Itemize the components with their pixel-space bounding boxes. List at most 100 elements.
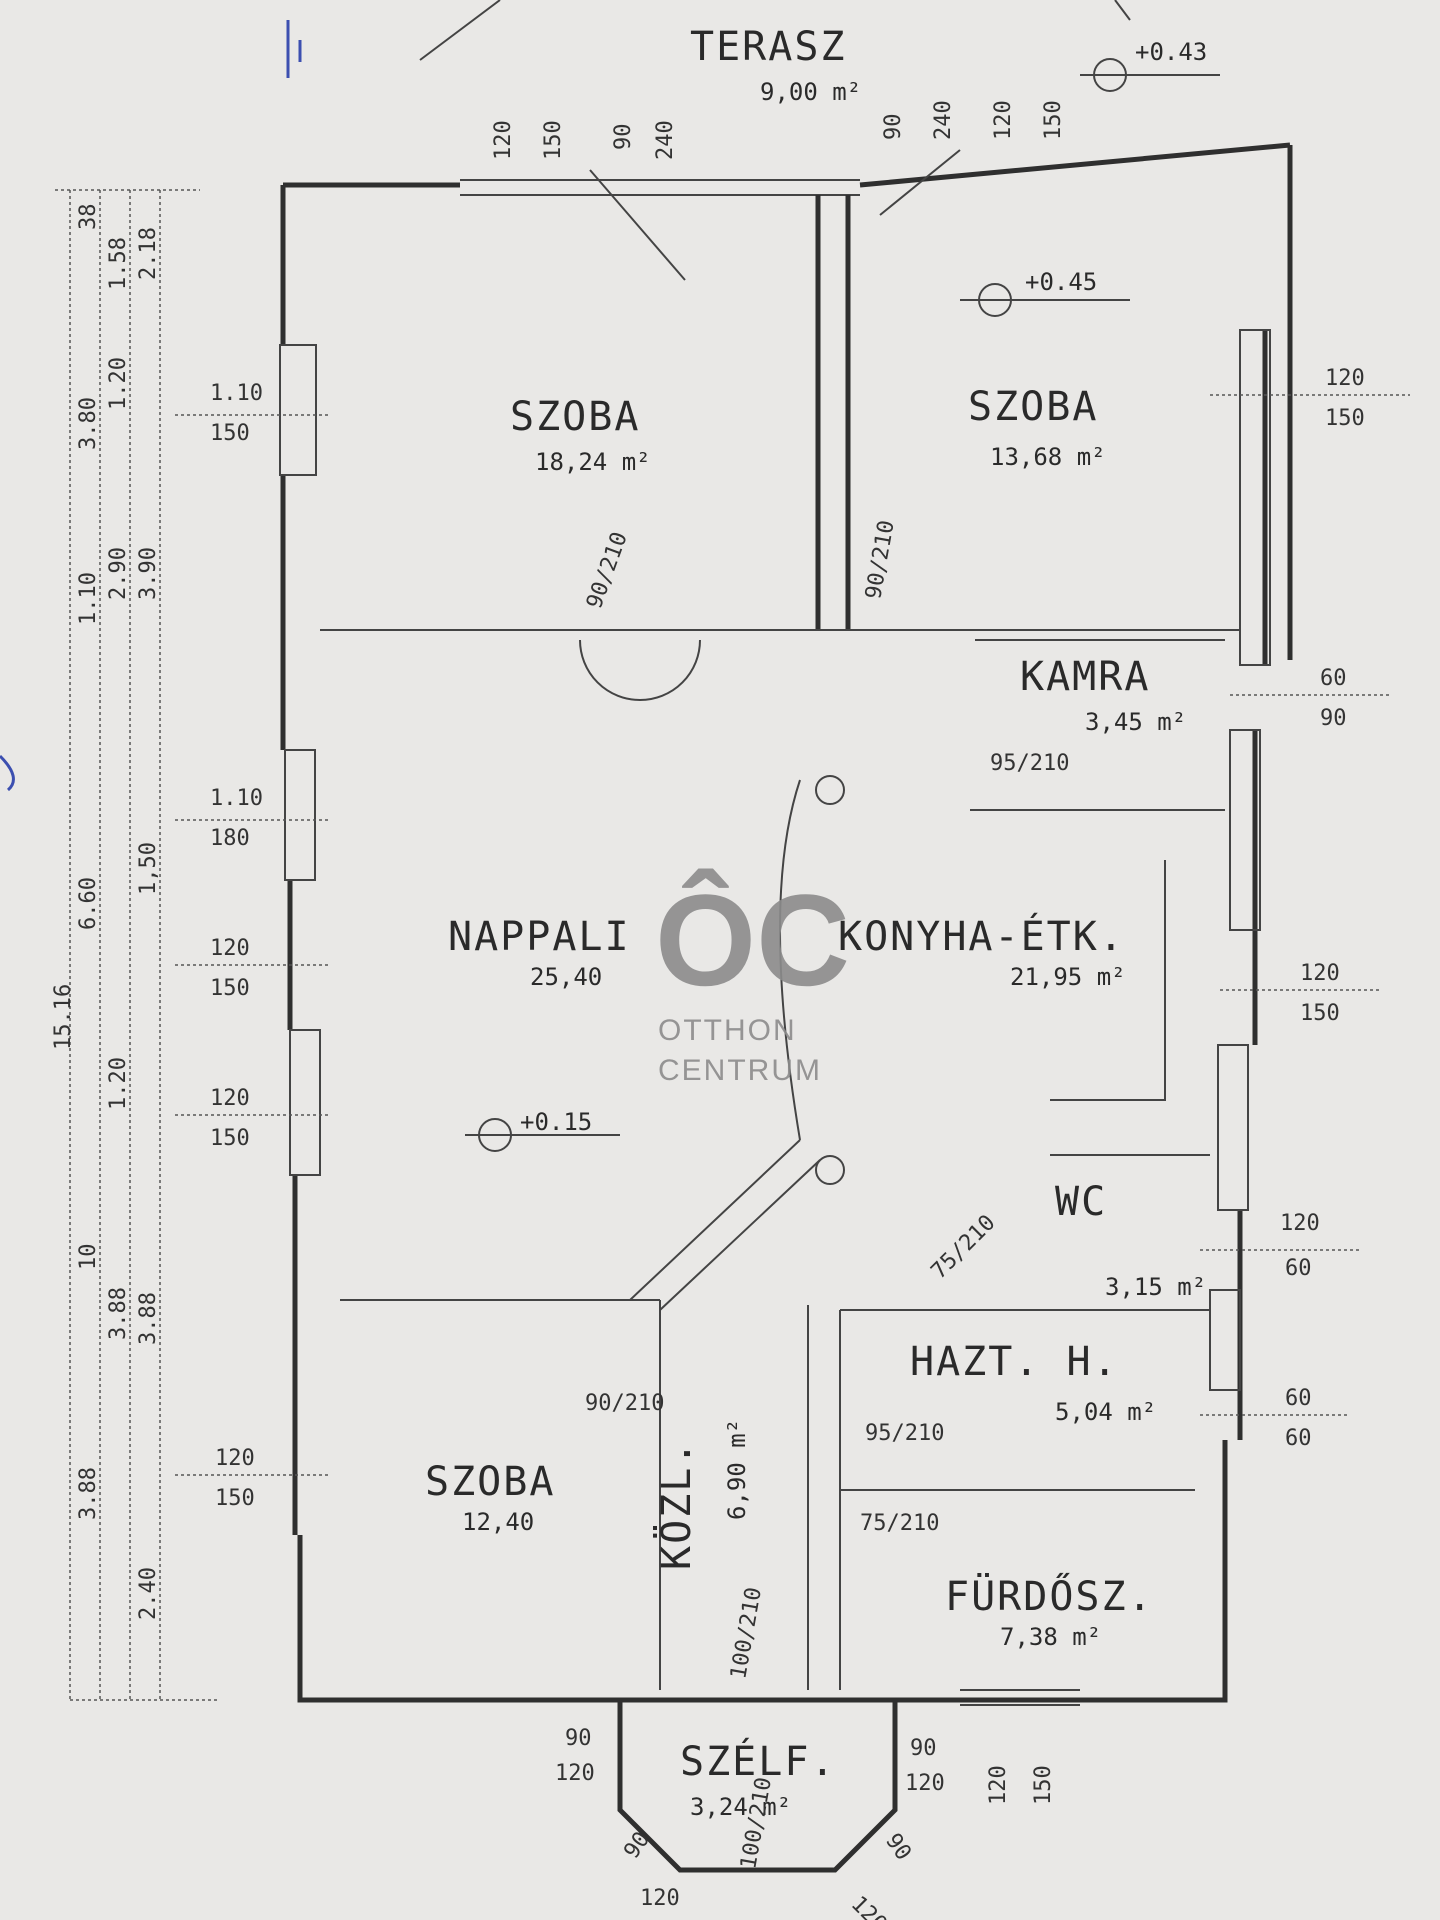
nappali-level: +0.15 [520,1108,592,1136]
watermark-line1: OTTHON [658,1014,797,1047]
terrace-label: TERASZ [690,24,847,70]
dim-top-right-3: 150 [1041,100,1066,140]
dim-left-a-2: 1.10 [76,572,101,625]
door-szoba3: 90/210 [585,1391,664,1416]
dim-total-height: 15.16 [51,984,76,1050]
dim-top-right-0: 90 [881,114,906,141]
kozl-label: KÖZL. [652,1440,700,1570]
left-window-0-h: 150 [210,421,250,446]
right-window-2-h: 150 [1300,1001,1340,1026]
dim-bottom-1: 120 [555,1761,595,1786]
right-window-3-w: 120 [1280,1211,1320,1236]
right-window-0-w: 120 [1325,366,1365,391]
dim-porch-0: 90 [619,1827,655,1863]
dim-left-a-5: 3.88 [76,1467,101,1520]
left-window-1-h: 180 [210,826,250,851]
szelf-label: SZÉLF. [680,1737,837,1785]
right-window-1-w: 60 [1320,666,1347,691]
door-kamra: 95/210 [990,751,1069,776]
dim-left-b-3: 1,50 [136,842,161,895]
terrace-outline [419,0,1131,61]
level-marker-szoba2 [960,283,1130,317]
konyha-area: 21,95 m² [1010,963,1126,991]
szoba2-label: SZOBA [968,384,1098,430]
left-window-3-h: 150 [210,1126,250,1151]
dim-left-a-3: 6.60 [76,877,101,930]
right-window-3-h: 60 [1285,1256,1312,1281]
dim-bottom-5: 150 [1031,1765,1056,1805]
kamra-label: KAMRA [1020,654,1150,700]
level-marker-nappali [465,1118,620,1152]
haztart-area: 5,04 m² [1055,1398,1156,1426]
dim-left-c-3: 2.40 [136,1567,161,1620]
outer-walls [280,142,1293,1703]
szoba3-label: SZOBA [425,1459,555,1505]
dim-left-b-5: 3.88 [106,1287,131,1340]
left-window-2-w: 120 [210,936,250,961]
level-marker-terrace [1080,58,1220,92]
watermark-line2: CENTRUM [658,1054,822,1087]
szoba2-area: 13,68 m² [990,443,1106,471]
right-window-1-h: 90 [1320,706,1347,731]
door-furdo: 75/210 [860,1511,939,1536]
dim-bottom-0: 90 [565,1726,592,1751]
dim-top-right-2: 120 [991,100,1016,140]
dim-top-left-0: 120 [491,120,516,160]
right-window-2-w: 120 [1300,961,1340,986]
dim-bottom-3: 120 [905,1771,945,1796]
left-window-2-h: 150 [210,976,250,1001]
watermark: ÔC OTTHON CENTRUM [655,867,850,1087]
szoba1-area: 18,24 m² [535,448,651,476]
dim-left-b-1: 1.20 [106,357,131,410]
porch-walls [617,1700,898,1873]
pen-mark-left [0,754,15,792]
dim-top-left-2: 90 [611,124,636,151]
dim-top-left-3: 240 [653,120,678,160]
dim-bottom-2: 90 [910,1736,937,1761]
dim-porch-3: 120 [846,1892,892,1920]
door-hazt: 95/210 [865,1421,944,1446]
dim-left-c-2: 3.88 [136,1292,161,1345]
nappali-label: NAPPALI [448,914,631,960]
terrace-area: 9,00 m² [760,78,861,106]
door-szelf: 100/210 [736,1775,777,1871]
dim-left-b-0: 1.58 [106,237,131,290]
dim-left-b-4: 1.20 [106,1057,131,1110]
haztart-label: HAZT. H. [910,1339,1119,1385]
dim-bottom-4: 120 [986,1765,1011,1805]
wc-label: WC [1055,1179,1107,1225]
szoba3-area: 12,40 [462,1508,534,1536]
dimension-lines [55,189,1410,1701]
right-window-0-h: 150 [1325,406,1365,431]
left-window-4-h: 150 [215,1486,255,1511]
dim-left-a-4: 10 [76,1244,101,1271]
konyha-label: KONYHA-ÉTK. [838,912,1125,960]
dim-porch-1: 120 [640,1886,680,1911]
right-window-4-h: 60 [1285,1426,1312,1451]
watermark-logo: ÔC [655,867,850,1013]
windows [279,179,1271,1706]
furdo-label: FÜRDŐSZ. [945,1571,1154,1620]
interior-walls [320,195,1240,1690]
dim-left-b-2: 2.90 [106,547,131,600]
door-wc: 75/210 [927,1210,1001,1284]
szelf-area: 3,24 m² [690,1793,791,1821]
nappali-area: 25,40 [530,963,602,991]
szoba2-level: +0.45 [1025,268,1097,296]
door-entry: 100/210 [726,1585,767,1681]
left-window-4-w: 120 [215,1446,255,1471]
dim-left-c-1: 3.90 [136,547,161,600]
dim-left-c-0: 2.18 [136,227,161,280]
kozl-area: 6,90 m² [723,1419,751,1520]
dim-left-a-0: 38 [76,204,101,231]
dim-top-left-1: 150 [541,120,566,160]
left-window-1-w: 1.10 [210,786,263,811]
kamra-area: 3,45 m² [1085,708,1186,736]
dim-porch-2: 90 [880,1829,916,1865]
wc-area: 3,15 m² [1105,1273,1206,1301]
dim-left-a-1: 3.80 [76,397,101,450]
left-window-0-w: 1.10 [210,381,263,406]
door-szoba1: 90/210 [582,529,633,612]
door-marks [579,149,961,1185]
